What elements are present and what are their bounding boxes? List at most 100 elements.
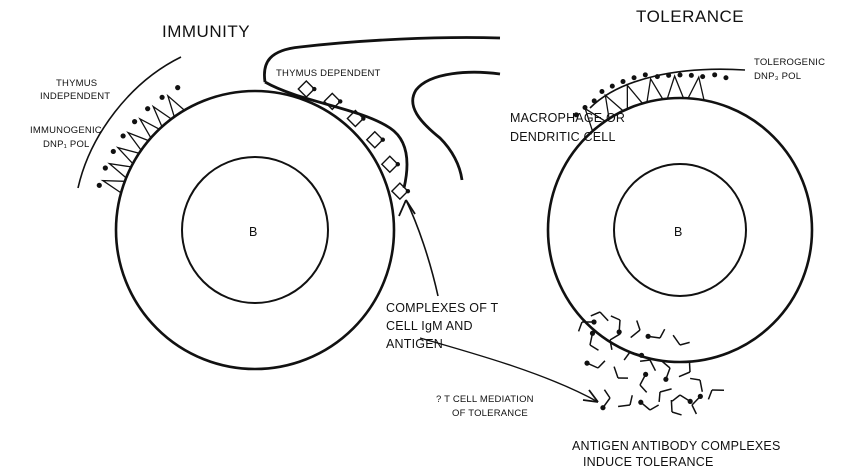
antigen-dot xyxy=(698,394,703,399)
t-cell-mediation-label-2: OF TOLERANCE xyxy=(452,408,528,419)
antigen-dot xyxy=(610,84,615,89)
antigen-dot xyxy=(145,106,150,111)
antibody-arm xyxy=(611,316,620,320)
antigen-dot xyxy=(678,73,683,78)
antibody-arm xyxy=(618,405,630,406)
antigen-dot xyxy=(97,183,102,188)
antigen-dot xyxy=(121,133,126,138)
igm-complex xyxy=(298,81,314,97)
antigen-dot xyxy=(655,74,660,79)
antigen-dot xyxy=(688,399,693,404)
antibody-arm xyxy=(673,335,680,345)
antibody-arm xyxy=(659,392,660,402)
thymus-independent-label-1: THYMUS xyxy=(56,78,97,89)
antigen-dot xyxy=(712,72,717,77)
complex-dot xyxy=(312,87,316,91)
antibody-arm xyxy=(672,395,680,401)
thymus-independent-label-2: INDEPENDENT xyxy=(40,91,110,102)
antibody-arm xyxy=(624,352,630,360)
antigen-dot xyxy=(638,400,643,405)
antibody-arm xyxy=(600,312,608,321)
antigen-antibody-label-2: INDUCE TOLERANCE xyxy=(583,455,714,469)
receptor-v xyxy=(688,77,704,100)
antibody-arm xyxy=(679,372,690,377)
antigen-dot xyxy=(582,105,587,110)
antibody-arm xyxy=(689,362,690,372)
t-cell-mediation-label-1: ? T CELL MEDIATION xyxy=(436,394,534,405)
complex-dot xyxy=(338,99,342,103)
macrophage-label-1: MACROPHAGE OR xyxy=(510,111,625,125)
left-b-cell: B xyxy=(116,91,394,369)
tolerance-arrow xyxy=(420,338,598,402)
receptor-v xyxy=(128,133,148,151)
left-surface-receptors xyxy=(103,96,185,193)
antibody-arm xyxy=(591,312,600,316)
antigen-dot xyxy=(643,372,648,377)
complex-dot xyxy=(381,138,385,142)
antigen-dot xyxy=(700,74,705,79)
complexes-arrow xyxy=(406,200,438,296)
antigen-dot xyxy=(159,95,164,100)
labels: THYMUS INDEPENDENT IMMUNOGENIC DNP₁ POL … xyxy=(30,57,825,469)
left-cell-letter: B xyxy=(249,225,258,239)
antibody-arm xyxy=(614,367,618,378)
antigen-dot xyxy=(584,361,589,366)
antigen-dot xyxy=(591,319,596,324)
antibody-arm xyxy=(671,400,672,412)
antibody-arm xyxy=(598,361,605,368)
antigen-dot xyxy=(643,72,648,77)
antigen-dot xyxy=(632,75,637,80)
antigen-dot xyxy=(599,89,604,94)
antibody-arm xyxy=(610,334,620,340)
antibody-arm xyxy=(650,405,659,410)
antigen-dot xyxy=(666,73,671,78)
antibody-arm xyxy=(631,330,640,338)
antigen-dot xyxy=(600,405,605,410)
antibody-arm xyxy=(604,390,610,398)
t-cell-igm-complexes xyxy=(298,81,410,199)
thymus-dependent-label: THYMUS DEPENDENT xyxy=(276,68,381,79)
antibody-arm xyxy=(640,360,650,361)
antigen-dot xyxy=(590,331,595,336)
complexes-label-3: ANTIGEN xyxy=(386,337,443,351)
antibody-arm xyxy=(640,385,647,392)
antibody-arm xyxy=(690,378,700,380)
antibody-arm xyxy=(650,360,655,371)
antigen-antibody-complex-cluster xyxy=(579,312,724,415)
complex-dot xyxy=(406,189,410,193)
antibody-arm xyxy=(680,342,690,345)
antigen-dot xyxy=(646,334,651,339)
tolerogenic-label-1: TOLEROGENIC xyxy=(754,57,825,68)
antibody-arm xyxy=(708,390,712,399)
complexes-label-2: CELL IgM AND xyxy=(386,319,473,333)
immunogenic-label-2: DNP₁ POL xyxy=(43,139,90,150)
antigen-dot xyxy=(592,98,597,103)
macrophage-label-2: DENDRITIC CELL xyxy=(510,130,616,144)
antigen-dot xyxy=(175,85,180,90)
receptor-v xyxy=(118,148,139,164)
receptor-v xyxy=(168,96,185,117)
tolerogenic-label-2: DNP₃ POL xyxy=(754,71,801,82)
complex-dot xyxy=(361,116,365,120)
complex-dot xyxy=(396,162,400,166)
antibody-arm xyxy=(630,395,632,405)
antigen-dot xyxy=(621,79,626,84)
antibody-arm xyxy=(579,322,582,331)
heading-tolerance: TOLERANCE xyxy=(636,7,744,26)
antigen-dot xyxy=(723,75,728,80)
heading-immunity: IMMUNITY xyxy=(162,22,250,41)
antigen-dot xyxy=(132,119,137,124)
receptor-v xyxy=(153,107,171,127)
receptor-v xyxy=(667,76,683,99)
right-cell-letter: B xyxy=(674,225,683,239)
antibody-arm xyxy=(660,389,672,392)
receptor-v xyxy=(140,119,159,138)
antibody-arm xyxy=(660,329,665,338)
antibody-arm xyxy=(590,345,598,350)
antibody-arm xyxy=(637,321,640,330)
antigen-dot xyxy=(111,149,116,154)
igm-complex xyxy=(367,132,383,148)
antibody-arm xyxy=(700,380,702,392)
macrophage-outline-lower xyxy=(413,72,500,180)
